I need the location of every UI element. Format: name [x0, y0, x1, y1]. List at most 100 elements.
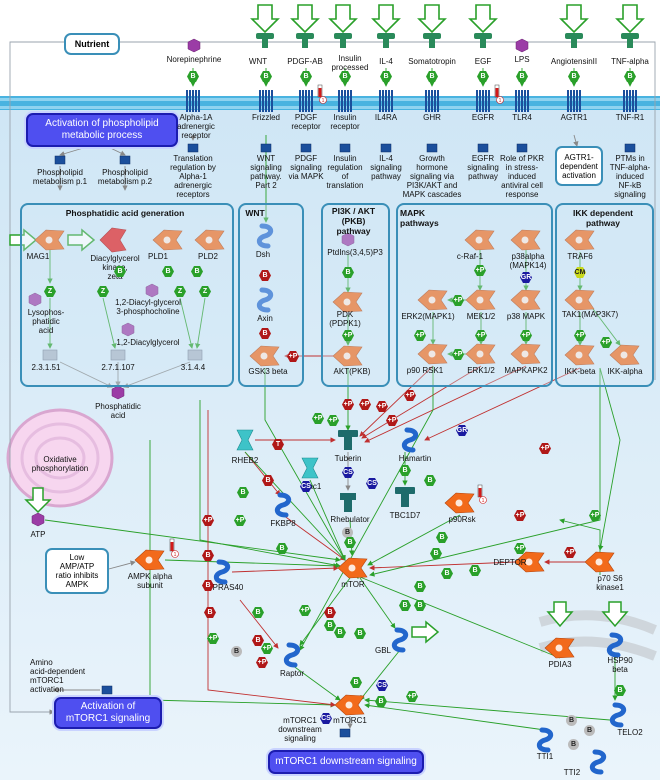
mechanism-badge: CS	[320, 713, 332, 724]
svg-text:1: 1	[322, 98, 325, 104]
phospho-badge: +P	[452, 295, 464, 306]
interaction-edge	[123, 361, 191, 388]
node-label-raptor: Raptor	[279, 669, 304, 678]
tuberin-protein	[338, 430, 358, 450]
node-label-oxphos: Oxidative phosphorylation	[31, 455, 89, 473]
wnt-ligand-arrow	[250, 4, 280, 34]
node-label-pld2: PLD2	[197, 252, 218, 261]
mechanism-badge: CS	[342, 467, 354, 478]
ec-3-1-4-4	[187, 349, 203, 361]
interaction-edge	[367, 514, 461, 566]
mechanism-badge: B	[202, 550, 214, 561]
mtor-enzyme	[337, 557, 368, 579]
axin-protein	[256, 287, 274, 313]
mechanism-badge: +P	[312, 413, 324, 424]
angiotensin-ligand	[565, 33, 583, 48]
angiotensin-ligand-arrow	[559, 4, 589, 34]
binding-badge: B	[260, 71, 272, 82]
node-label-p38alpha: p38alpha (MAPK14)	[509, 252, 547, 270]
nutrient-box[interactable]: Nutrient	[64, 33, 120, 55]
mechanism-badge: +P	[359, 399, 371, 410]
node-label-ikkbeta: IKK-beta	[564, 367, 596, 376]
mechanism-badge: B	[324, 607, 336, 618]
ampk-enzyme	[134, 549, 165, 571]
tti2-protein	[589, 749, 607, 775]
mechanism-badge: B	[231, 646, 242, 657]
gr-badge: GR	[520, 272, 532, 283]
process-label-amino-acid: Amino acid-dependent mTORC1 activation	[30, 658, 86, 694]
cm-badge: CM	[574, 267, 586, 278]
node-label-pip3: PtdIns(3,4,5)P3	[327, 248, 383, 257]
low-amp-atp-box[interactable]: Low AMP/ATP ratio inhibits AMPK	[45, 548, 109, 594]
mechanism-badge: B	[262, 475, 274, 486]
agtr1-activation-box[interactable]: AGTR1- dependent activation	[555, 146, 603, 186]
node-label-rheb2: RHEB2	[231, 456, 259, 465]
receptor-5	[425, 90, 439, 112]
process-box-2	[300, 143, 312, 153]
mechanism-badge: +P	[589, 510, 601, 521]
binding-badge: B	[516, 71, 528, 82]
fkbp8-protein	[274, 492, 292, 518]
process-box-amino-acid	[101, 685, 113, 695]
p70s6-enzyme	[584, 551, 615, 573]
mechanism-badge: +P	[299, 605, 311, 616]
hsp90-input-arrow	[601, 601, 629, 628]
rac1-protein	[301, 457, 319, 479]
mechanism-badge: B	[342, 527, 353, 538]
node-label-p38mapk: p38 MAPK	[506, 312, 546, 321]
akt-enzyme	[332, 345, 363, 367]
mechanism-badge: CS	[300, 481, 312, 492]
tnf-ligand	[621, 33, 639, 48]
binding-badge: B	[624, 71, 636, 82]
node-label-pras40: PRAS40	[212, 583, 244, 592]
node-label-mtorc1: mTORC1	[333, 716, 367, 725]
hsp90-protein	[606, 632, 624, 658]
ligand-label-somatotropin: Somatotropin	[408, 57, 456, 66]
mechanism-badge: B	[202, 580, 214, 591]
rheb2-protein	[236, 429, 254, 451]
dgk-enzyme	[99, 227, 127, 253]
mechanism-badge: B	[252, 607, 264, 618]
node-label-ec-3-1-4-4: 3.1.4.4	[180, 363, 206, 372]
activation-phospholipid-box[interactable]: Activation of phospholipid metabolic pro…	[26, 113, 178, 147]
module-ikk	[555, 203, 654, 387]
pdgf-expression-marker: 1	[317, 84, 327, 104]
node-label-mapkapk2: MAPKAPK2	[504, 366, 548, 375]
node-label-hamartin: Hamartin	[398, 454, 432, 463]
process-box-7	[516, 143, 528, 153]
mechanism-badge: B	[568, 739, 579, 750]
mechanism-badge: +P	[261, 643, 273, 654]
mechanism-badge: B	[344, 537, 356, 548]
mechanism-badge: B	[399, 600, 411, 611]
svg-text:1: 1	[499, 98, 502, 104]
p90rsk-expression-marker: 1	[477, 484, 487, 504]
ligand-label-pdgf: PDGF-AB	[287, 57, 323, 66]
input-arrow-dgk	[67, 228, 96, 252]
node-label-akt: AKT(PKB)	[333, 367, 371, 376]
binding-badge: B	[114, 266, 126, 277]
interaction-edge	[59, 361, 113, 388]
binding-badge: B	[342, 267, 354, 278]
ligand-label-lps: LPS	[514, 55, 530, 64]
svg-text:1: 1	[482, 498, 485, 504]
ligand-label-egf: EGF	[474, 57, 492, 66]
receptor-3	[338, 90, 352, 112]
process-label-phospholipid-1: Phospholipid metabolism p.1	[32, 168, 88, 186]
activation-mtorc1-box[interactable]: Activation of mTORC1 signaling	[54, 697, 162, 729]
somatotropin-ligand	[423, 33, 441, 48]
receptor-4	[379, 90, 393, 112]
erk12-enzyme	[465, 343, 496, 365]
interaction-edge	[244, 451, 281, 496]
receptor-1	[259, 90, 273, 112]
module-phosphatidic-acid-title: Phosphatidic acid generation	[65, 208, 185, 218]
inhibition-badge: B	[259, 328, 271, 339]
p90rsk1-enzyme	[417, 343, 448, 365]
ampk-expression-marker: 1	[169, 538, 179, 558]
mechanism-badge: B	[430, 548, 442, 559]
svg-text:1: 1	[174, 552, 177, 558]
mtorc1-downstream-box[interactable]: mTORC1 downstream signaling	[268, 750, 424, 774]
tbc1d7-protein	[395, 487, 415, 507]
receptor-9	[623, 90, 637, 112]
ligand-label-norepinephrine: Norepinephrine	[166, 55, 222, 64]
node-label-p70s6: p70 S6 kinase1	[596, 574, 624, 592]
